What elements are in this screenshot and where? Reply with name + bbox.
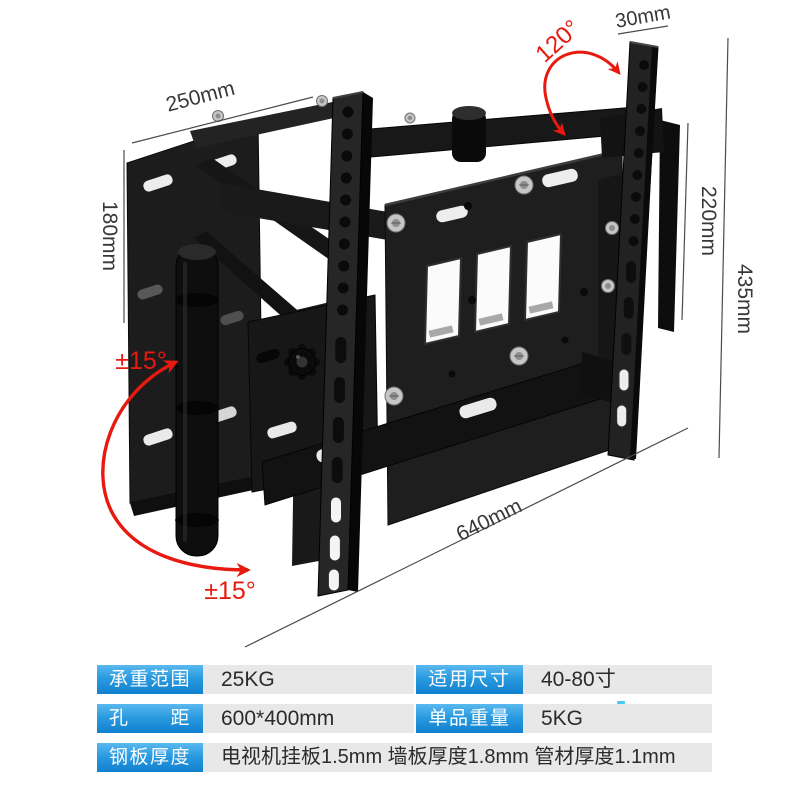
dim-label-220mm: 220mm xyxy=(697,186,720,256)
spec-value-steel-thickness: 电视机挂板1.5mm 墙板厚度1.8mm 管材厚度1.1mm xyxy=(203,743,712,772)
top-flange xyxy=(190,98,357,148)
dimension-annotations xyxy=(123,25,729,648)
swivel-arm-lower xyxy=(194,231,318,338)
swivel-arc-arrow xyxy=(543,50,621,136)
hinge-column xyxy=(175,244,219,557)
spec-label-load-range: 承重范围 xyxy=(97,665,203,694)
tv-mount-bracket xyxy=(126,41,680,597)
tilt-label-upper: ±15° xyxy=(115,347,167,375)
dimension-line-640 xyxy=(244,427,689,648)
spec-label-unit-weight: 单品重量 xyxy=(416,704,523,733)
dim-label-435mm: 435mm xyxy=(733,264,756,334)
tilt-knob xyxy=(284,344,320,380)
spec-row-1: 承重范围 25KG 适用尺寸 40-80寸 xyxy=(97,665,712,694)
dimension-line-220 xyxy=(681,122,689,321)
spec-value-hole-pitch: 600*400mm xyxy=(203,704,414,733)
spec-label-steel-thickness: 钢板厚度 xyxy=(97,743,203,772)
dimension-line-30 xyxy=(617,25,669,35)
vesa-plate xyxy=(384,148,625,526)
spec-value-unit-weight: 5KG xyxy=(523,704,712,733)
stray-mark xyxy=(617,701,625,704)
spec-row-3: 钢板厚度 电视机挂板1.5mm 墙板厚度1.8mm 管材厚度1.1mm xyxy=(97,743,712,772)
dim-label-640mm: 640mm xyxy=(453,494,526,546)
spec-value-fit-size: 40-80寸 xyxy=(523,665,712,694)
spec-table: 承重范围 25KG 适用尺寸 40-80寸 孔 距 600*400mm 单品重量… xyxy=(97,665,712,782)
dim-label-250mm: 250mm xyxy=(164,77,238,117)
dimension-line-435 xyxy=(718,37,729,459)
dimension-line-250 xyxy=(131,96,314,144)
tv-rail-right xyxy=(607,41,659,461)
spec-row-2: 孔 距 600*400mm 单品重量 5KG xyxy=(97,704,712,733)
dim-label-30mm: 30mm xyxy=(614,1,673,32)
tilt-arc-arrow xyxy=(101,360,251,578)
tilt-label-lower: ±15° xyxy=(204,577,256,605)
spec-value-load-range: 25KG xyxy=(203,665,414,694)
dim-label-180mm: 180mm xyxy=(98,201,121,271)
spec-label-fit-size: 适用尺寸 xyxy=(416,665,523,694)
spec-label-hole-pitch: 孔 距 xyxy=(97,704,203,733)
screws xyxy=(212,95,619,406)
tv-rail-left xyxy=(317,91,373,597)
